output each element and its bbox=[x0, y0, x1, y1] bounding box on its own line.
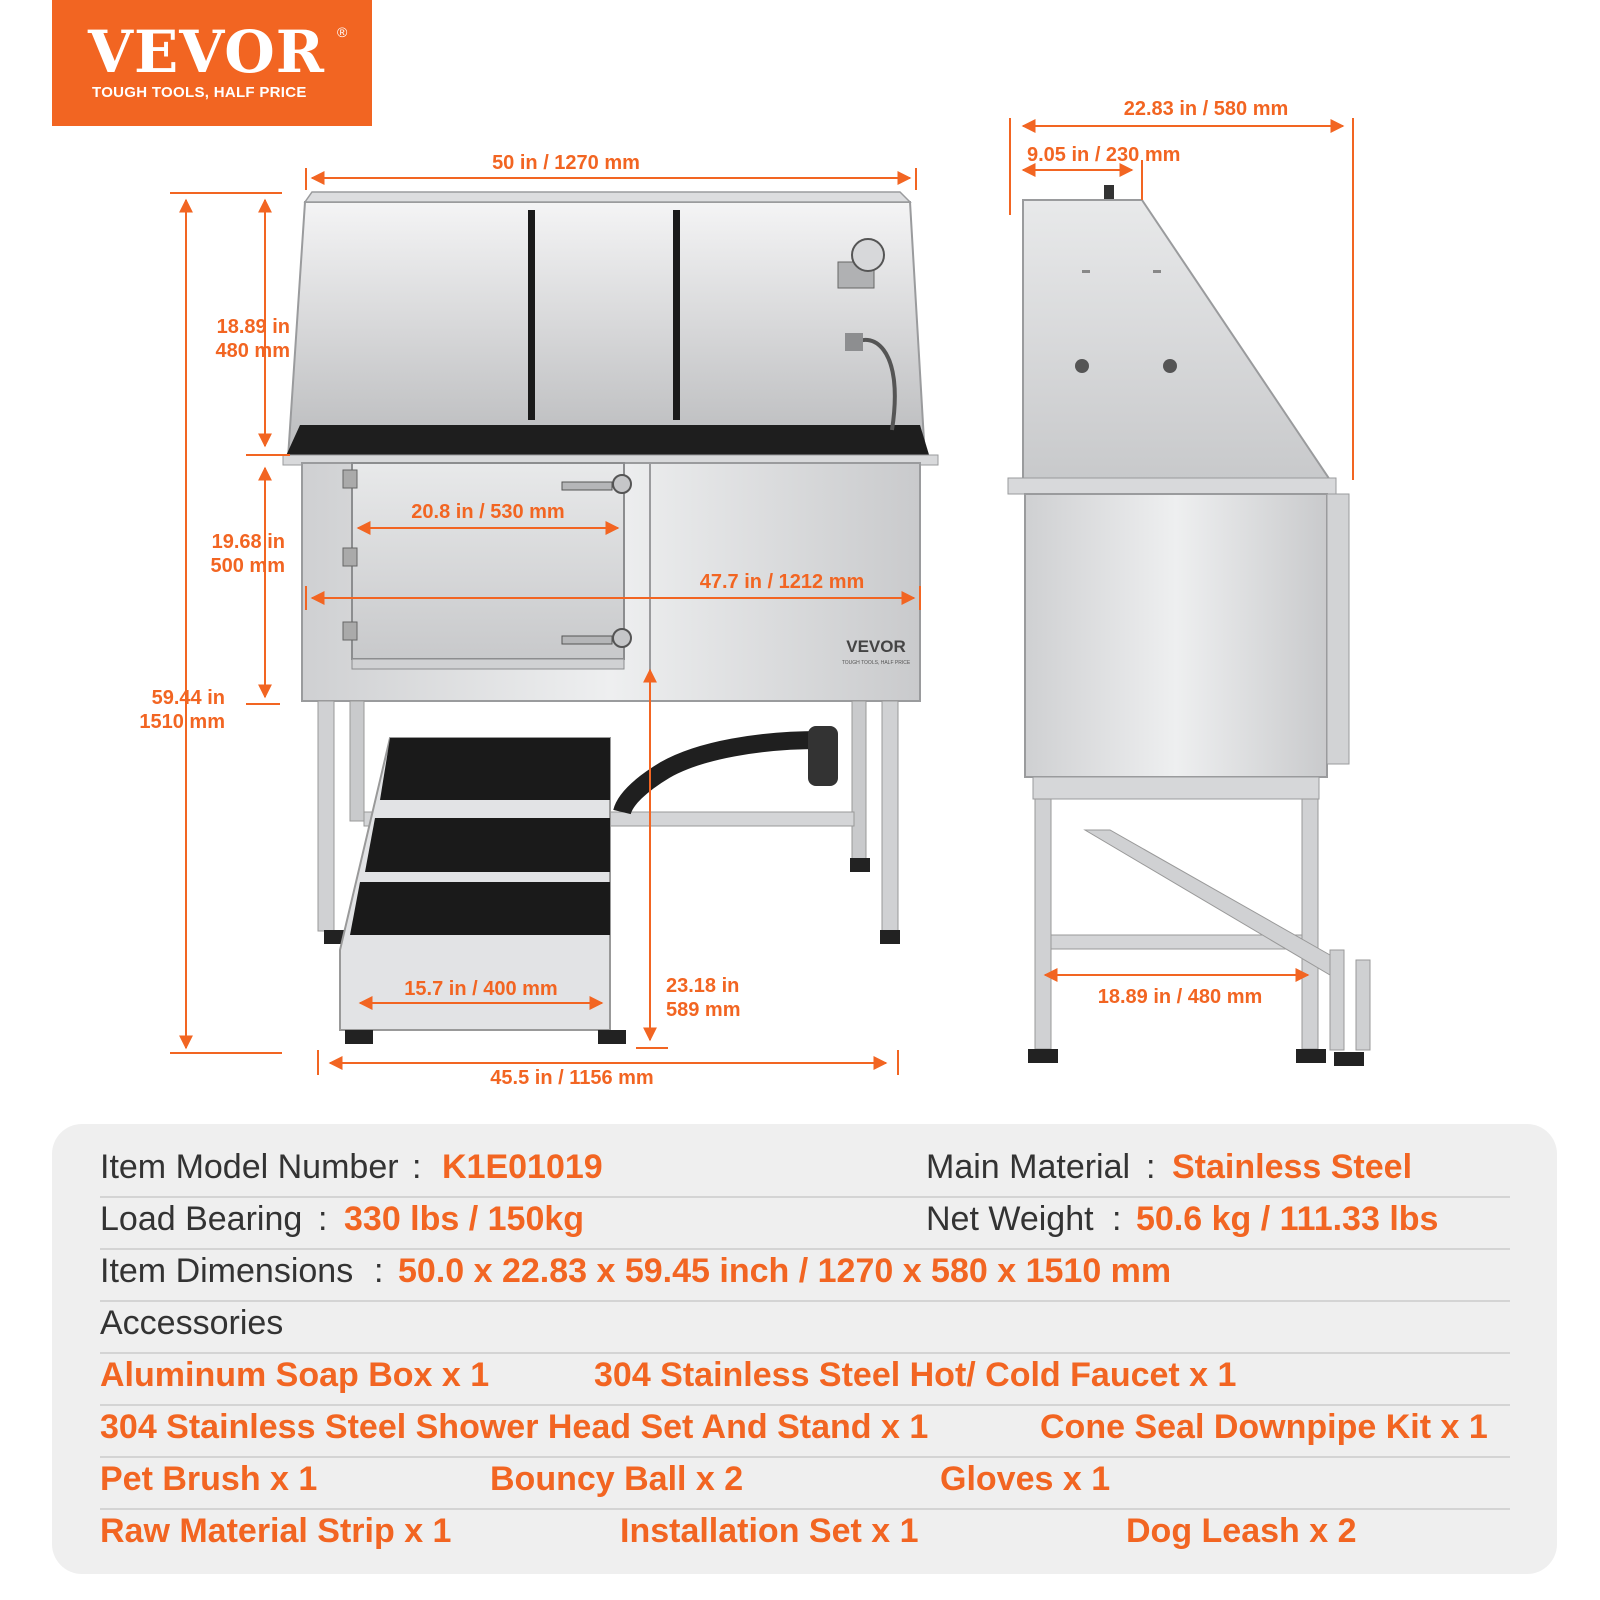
accessory-item: Pet Brush x 1 bbox=[100, 1460, 318, 1498]
accessory-item: Bouncy Ball x 2 bbox=[490, 1460, 744, 1498]
spec-row-dimensions: Item Dimensions : 50.0 x 22.83 x 59.45 i… bbox=[100, 1248, 1510, 1302]
dim-total-height-mm: 1510 mm bbox=[139, 711, 225, 733]
dim-cabinet-height-mm: 500 mm bbox=[210, 555, 286, 577]
model-number-label: Item Model Number bbox=[100, 1148, 399, 1186]
panel-brand: VEVOR bbox=[846, 637, 906, 656]
separator: : bbox=[374, 1252, 384, 1290]
separator: : bbox=[412, 1148, 422, 1186]
logo-tagline: TOUGH TOOLS, HALF PRICE bbox=[92, 84, 307, 101]
dim-total-height: 59.44 in 1510 mm bbox=[110, 686, 225, 734]
dim-stair-width: 15.7 in / 400 mm bbox=[404, 978, 558, 1000]
panel-tagline: TOUGH TOOLS, HALF PRICE bbox=[842, 660, 911, 666]
registered-mark: ® bbox=[337, 24, 348, 40]
accessories-label: Accessories bbox=[100, 1304, 284, 1342]
tub-side-view bbox=[1007, 185, 1371, 1066]
main-material-value: Stainless Steel bbox=[1172, 1148, 1413, 1186]
dim-leg-height: 23.18 in 589 mm bbox=[666, 974, 741, 1022]
dim-cabinet-height: 19.68 in 500 mm bbox=[185, 530, 286, 578]
dim-door-width: 20.8 in / 530 mm bbox=[411, 501, 565, 523]
accessory-item: Raw Material Strip x 1 bbox=[100, 1512, 452, 1550]
net-weight-label: Net Weight bbox=[926, 1200, 1094, 1238]
dim-total-height-in: 59.44 in bbox=[151, 687, 225, 709]
dim-side-leg-depth: 18.89 in / 480 mm bbox=[1097, 986, 1263, 1008]
separator: : bbox=[318, 1200, 328, 1238]
accessory-item: Gloves x 1 bbox=[940, 1460, 1111, 1498]
accessory-item: Dog Leash x 2 bbox=[1126, 1512, 1357, 1550]
load-bearing-value: 330 lbs / 150kg bbox=[344, 1200, 585, 1238]
net-weight-value: 50.6 kg / 111.33 lbs bbox=[1136, 1200, 1439, 1238]
logo-brand-text: VEVOR bbox=[88, 18, 325, 86]
accessory-item: Installation Set x 1 bbox=[620, 1512, 919, 1550]
dim-tub-depth-in: 18.89 in bbox=[216, 316, 290, 338]
accessories-row: 304 Stainless Steel Shower Head Set And … bbox=[100, 1404, 1510, 1458]
accessories-row: Raw Material Strip x 1 Installation Set … bbox=[100, 1508, 1510, 1560]
accessory-item: 304 Stainless Steel Hot/ Cold Faucet x 1 bbox=[594, 1356, 1237, 1394]
load-bearing-label: Load Bearing bbox=[100, 1200, 303, 1238]
spec-row-load-weight: Load Bearing : 330 lbs / 150kg Net Weigh… bbox=[100, 1196, 1510, 1250]
item-dimensions-value: 50.0 x 22.83 x 59.45 inch / 1270 x 580 x… bbox=[398, 1252, 1172, 1290]
main-material-label: Main Material bbox=[926, 1148, 1131, 1186]
dim-side-top-depth: 9.05 in / 230 mm bbox=[1027, 144, 1181, 166]
accessory-item: Cone Seal Downpipe Kit x 1 bbox=[1040, 1408, 1488, 1446]
spec-row-accessories-header: Accessories bbox=[100, 1300, 1510, 1354]
dimension-lines bbox=[170, 118, 1354, 1075]
product-illustration: VEVOR TOUGH TOOLS, HALF PRICE bbox=[170, 118, 1371, 1075]
model-number-value: K1E01019 bbox=[442, 1148, 603, 1186]
dim-cabinet-width: 47.7 in / 1212 mm bbox=[699, 571, 865, 593]
dim-leg-height-in: 23.18 in bbox=[666, 975, 740, 997]
dim-tub-depth-mm: 480 mm bbox=[215, 340, 291, 362]
dim-base-width: 45.5 in / 1156 mm bbox=[490, 1067, 654, 1089]
vevor-logo: VEVOR ® TOUGH TOOLS, HALF PRICE bbox=[52, 0, 372, 126]
separator: : bbox=[1112, 1200, 1122, 1238]
accessory-item: Aluminum Soap Box x 1 bbox=[100, 1356, 490, 1394]
separator: : bbox=[1146, 1148, 1156, 1186]
item-dimensions-label: Item Dimensions bbox=[100, 1252, 354, 1290]
dim-side-depth: 22.83 in / 580 mm bbox=[1123, 98, 1289, 120]
tub-front-view bbox=[282, 191, 939, 1044]
specifications-panel: Item Model Number : K1E01019 Main Materi… bbox=[52, 1124, 1557, 1574]
dim-cabinet-height-in: 19.68 in bbox=[211, 531, 285, 553]
accessories-row: Aluminum Soap Box x 1 304 Stainless Stee… bbox=[100, 1352, 1510, 1406]
dim-leg-height-mm: 589 mm bbox=[666, 999, 741, 1021]
dim-tub-depth: 18.89 in 480 mm bbox=[190, 315, 291, 363]
dim-front-top-width: 50 in / 1270 mm bbox=[492, 152, 640, 174]
spec-row-model-material: Item Model Number : K1E01019 Main Materi… bbox=[100, 1144, 1510, 1198]
accessory-item: 304 Stainless Steel Shower Head Set And … bbox=[100, 1408, 929, 1446]
accessories-row: Pet Brush x 1 Bouncy Ball x 2 Gloves x 1 bbox=[100, 1456, 1510, 1510]
